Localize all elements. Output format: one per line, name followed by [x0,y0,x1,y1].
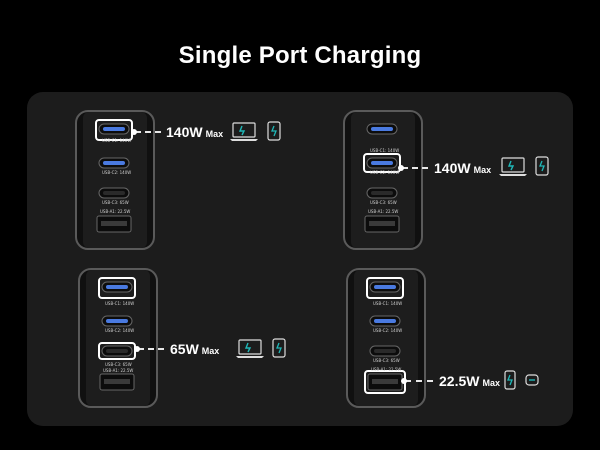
earbuds-icon [525,374,539,386]
charger-body [346,268,426,408]
max-label: Max [201,346,220,356]
power-value: 65W [170,341,199,357]
leader-dot [398,165,404,171]
max-label: Max [482,378,500,388]
leader-line [405,380,433,382]
phone-icon [504,370,516,390]
leader-line [135,131,161,133]
port-label-c2: USB-C2: 140W [105,328,135,333]
port-label-c2: USB-C2: 140W [370,170,400,175]
power-value: 22.5W [439,373,480,389]
charger-3: USB-C1: 140W USB-C2: 140W USB-C3: 65W US… [78,268,158,408]
port-label-c3: USB-C3: 65W [370,200,397,205]
tablet-icon [272,338,286,358]
laptop-icon [236,339,264,358]
max-label: Max [205,129,224,139]
max-label: Max [473,165,492,175]
port-label-a1: USB-A1: 22.5W [103,368,134,373]
port-label-a1: USB-A1: 22.5W [368,209,399,214]
port-label-c2: USB-C2: 140W [102,170,132,175]
port-label-c1: USB-C1: 140W [105,301,135,306]
tablet-icon [267,121,281,141]
leader-dot [131,129,137,135]
charger-body [343,110,423,250]
tablet-icon [535,156,549,176]
leader-dot [134,346,140,352]
leader-dot [401,378,407,384]
leader-line [402,167,428,169]
port-label-c3: USB-C3: 65W [373,358,400,363]
port-label-c2: USB-C2: 140W [373,328,403,333]
port-label-a1: USB-A1: 22.5W [371,367,402,372]
port-label-c1: USB-C1: 140W [373,301,403,306]
port-label-c1: USB-C1: 140W [370,148,400,153]
port-label-c3: USB-C3: 65W [105,362,132,367]
laptop-icon [499,157,527,176]
laptop-icon [230,122,258,141]
leader-line [138,348,164,350]
port-label-c1: USB-C1: 140W [102,138,132,143]
port-label-c3: USB-C3: 65W [102,200,129,205]
page-title: Single Port Charging [178,42,422,69]
port-label-a1: USB-A1: 22.5W [100,209,131,214]
charger-body [78,268,158,408]
charger-4: USB-C1: 140W USB-C2: 140W USB-C3: 65W US… [346,268,426,408]
power-value: 140W [434,160,471,176]
charger-2: USB-C1: 140W USB-C2: 140W USB-C3: 65W US… [343,110,423,250]
power-value: 140W [166,124,203,140]
